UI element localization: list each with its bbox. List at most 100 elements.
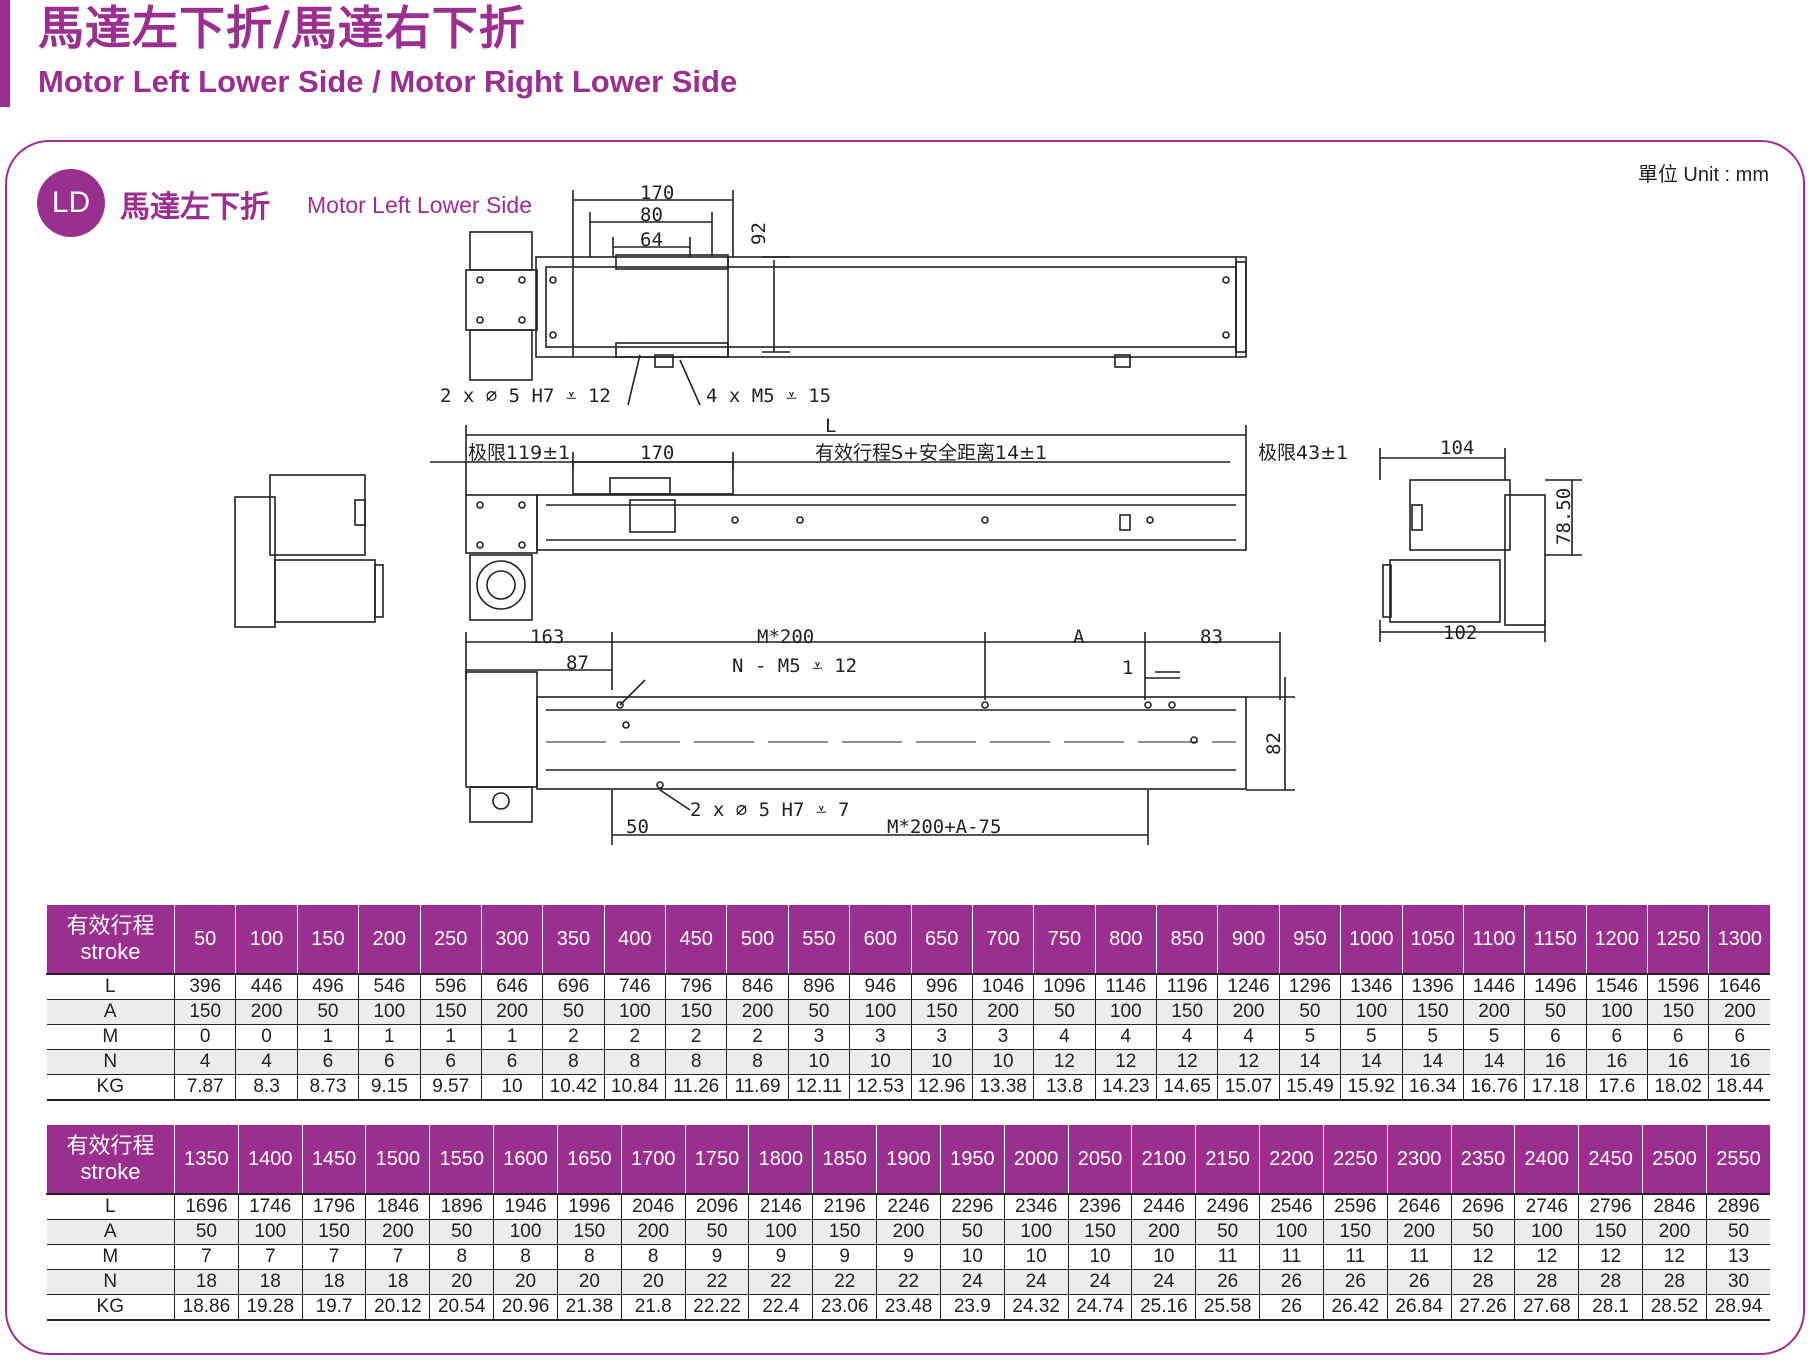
table-cell: 4 xyxy=(1155,1024,1218,1050)
table-cell: 11 xyxy=(1195,1244,1260,1270)
stroke-header-cell: 2500 xyxy=(1642,1125,1707,1194)
table-cell: 12 xyxy=(1217,1049,1280,1075)
table-cell: 446 xyxy=(235,973,298,1000)
table-cell: 27.68 xyxy=(1514,1294,1579,1321)
table-cell: 50 xyxy=(1450,1219,1515,1245)
table-cell: 100 xyxy=(1514,1219,1579,1245)
table-cell: 200 xyxy=(235,999,298,1025)
stroke-header-cell: 750 xyxy=(1033,905,1096,974)
spec-card xyxy=(5,140,1805,1355)
dim-m200a: M*200+A-75 xyxy=(887,816,1001,838)
stroke-header-cell: 950 xyxy=(1278,905,1341,974)
table-cell: 30 xyxy=(1705,1269,1771,1295)
table-cell: 1746 xyxy=(237,1193,303,1220)
table-cell: 1 xyxy=(480,1024,543,1050)
stroke-header-cell: 1300 xyxy=(1708,905,1771,974)
table-cell: 28 xyxy=(1642,1269,1707,1295)
table-cell: 200 xyxy=(1708,999,1771,1025)
table-cell: 3 xyxy=(787,1024,850,1050)
table-cell: 50 xyxy=(939,1219,1005,1245)
table-cell: 7 xyxy=(365,1244,430,1270)
table-cell: 9 xyxy=(684,1244,749,1270)
dim-L: L xyxy=(825,415,836,437)
table-cell: 24 xyxy=(1067,1269,1132,1295)
table-cell: 22 xyxy=(748,1269,813,1295)
table-cell: 7.87 xyxy=(173,1074,236,1101)
table-cell: 12 xyxy=(1514,1244,1579,1270)
table-cell: 5 xyxy=(1462,1024,1525,1050)
table-cell: 3 xyxy=(910,1024,973,1050)
dim-limit-right: 极限43±1 xyxy=(1258,442,1348,464)
table-cell: 1 xyxy=(358,1024,420,1050)
table-cell: 646 xyxy=(480,973,543,1000)
table-cell: 17.6 xyxy=(1585,1074,1648,1101)
row-label: N xyxy=(46,1269,175,1295)
table-cell: 6 xyxy=(1708,1024,1771,1050)
table-cell: 2246 xyxy=(876,1193,941,1220)
table-cell: 546 xyxy=(358,973,420,1000)
table-cell: 1946 xyxy=(493,1193,558,1220)
stroke-header-zh: 有效行程 xyxy=(66,1133,155,1158)
stroke-header-cell: 1700 xyxy=(620,1125,686,1194)
table-cell: 19.7 xyxy=(301,1294,366,1321)
table-cell: 1646 xyxy=(1708,973,1771,1000)
table-cell: 4 xyxy=(173,1049,236,1075)
table-cell: 16 xyxy=(1646,1049,1709,1075)
dimension-labels: 170 80 64 92 2 x ∅ 5 H7 ⩡ 12 4 x M5 ⩡ 15… xyxy=(440,182,1575,838)
table-cell: 28.52 xyxy=(1642,1294,1707,1321)
table-cell: 200 xyxy=(971,999,1034,1025)
table-cell: 10 xyxy=(1131,1244,1196,1270)
table-cell: 10 xyxy=(480,1074,543,1101)
technical-drawing: 170 80 64 92 2 x ∅ 5 H7 ⩡ 12 4 x M5 ⩡ 15… xyxy=(234,182,1582,845)
dim-102: 102 xyxy=(1443,622,1477,644)
table-cell: 2596 xyxy=(1322,1193,1388,1220)
table-cell: 10 xyxy=(971,1049,1034,1075)
table-cell: 26.84 xyxy=(1386,1294,1452,1321)
table-cell: 16.76 xyxy=(1462,1074,1525,1101)
row-label: A xyxy=(46,999,175,1025)
table-cell: 20.54 xyxy=(429,1294,494,1321)
table-cell: 2696 xyxy=(1450,1193,1515,1220)
stroke-header-cell: 1950 xyxy=(939,1125,1005,1194)
table-cell: 26 xyxy=(1259,1294,1324,1321)
table-cell: 14 xyxy=(1340,1049,1402,1075)
stroke-header-cell: 2450 xyxy=(1578,1125,1643,1194)
stroke-header-cell: 2250 xyxy=(1322,1125,1388,1194)
table-cell: 2646 xyxy=(1386,1193,1452,1220)
table-cell: 2 xyxy=(664,1024,727,1050)
stroke-header-en: stroke xyxy=(80,1159,141,1184)
dim-163: 163 xyxy=(530,626,564,648)
table-cell: 100 xyxy=(493,1219,558,1245)
stroke-header-cell: 1350 xyxy=(174,1125,239,1194)
table-cell: 2796 xyxy=(1578,1193,1643,1220)
table-cell: 1546 xyxy=(1585,973,1648,1000)
table-cell: 9 xyxy=(876,1244,941,1270)
table-cell: 1496 xyxy=(1524,973,1587,1000)
dim-m200: M*200 xyxy=(757,626,814,648)
table-cell: 596 xyxy=(419,973,482,1000)
table-cell: 150 xyxy=(419,999,482,1025)
table-cell: 12 xyxy=(1450,1244,1515,1270)
table-cell: 28.94 xyxy=(1705,1294,1771,1321)
table-cell: 11.69 xyxy=(726,1074,789,1101)
dim-82: 82 xyxy=(1263,732,1285,755)
stroke-header-en: stroke xyxy=(80,939,141,964)
table-cell: 2 xyxy=(542,1024,605,1050)
table-cell: 18 xyxy=(301,1269,366,1295)
table-cell: 12 xyxy=(1094,1049,1157,1075)
stroke-header-zh: 有效行程 xyxy=(66,913,155,938)
table-cell: 100 xyxy=(1585,999,1648,1025)
dim-170-mid: 170 xyxy=(640,442,674,464)
stroke-header-cell: 250 xyxy=(419,905,482,974)
stroke-header-cell: 1850 xyxy=(812,1125,877,1194)
table-cell: 150 xyxy=(812,1219,877,1245)
table-cell: 100 xyxy=(1003,1219,1069,1245)
table-cell: 26 xyxy=(1386,1269,1452,1295)
table-cell: 796 xyxy=(664,973,727,1000)
table-cell: 14.23 xyxy=(1094,1074,1157,1101)
table-cell: 100 xyxy=(603,999,666,1025)
stroke-header-cell: 2000 xyxy=(1003,1125,1069,1194)
row-label: A xyxy=(46,1219,175,1245)
